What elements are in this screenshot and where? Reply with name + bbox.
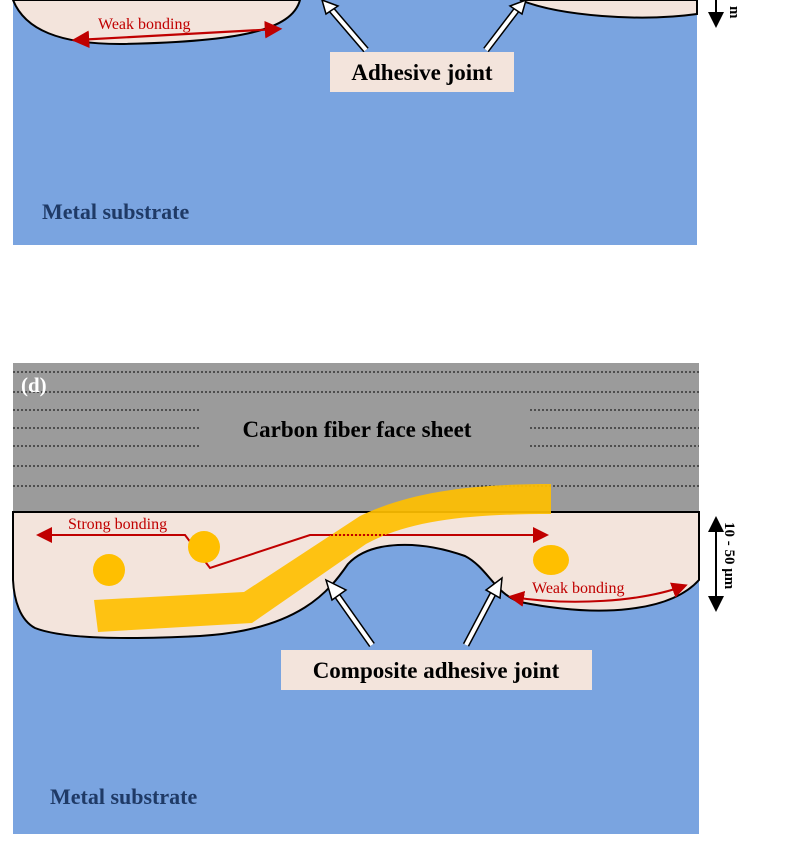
top-weak-bonding-arrow bbox=[71, 20, 283, 49]
bottom-weak-bonding-label: Weak bonding bbox=[532, 580, 624, 597]
composite-joint-box bbox=[281, 650, 592, 690]
bottom-weak-bonding-arrow bbox=[508, 582, 688, 607]
composite-joint-label: Composite adhesive joint bbox=[313, 658, 560, 683]
top-adhesive-right bbox=[519, 0, 698, 19]
long-carbon-fiber bbox=[94, 484, 551, 632]
fiber-particle-1 bbox=[93, 554, 125, 586]
bottom-metal-substrate-label: Metal substrate bbox=[50, 784, 197, 809]
fiber-particle-3 bbox=[533, 545, 569, 575]
face-sheet-label-box bbox=[205, 410, 517, 448]
fiber-particle-2 bbox=[188, 531, 220, 563]
top-weak-bonding-label: Weak bonding bbox=[98, 16, 190, 33]
face-sheet-label: Carbon fiber face sheet bbox=[243, 417, 472, 442]
top-metal-substrate-label: Metal substrate bbox=[42, 199, 189, 224]
top-pointer-arrow-left bbox=[321, 0, 369, 53]
bottom-pointer-arrow-left bbox=[324, 578, 375, 648]
bottom-thickness-label: 10 - 50 μm bbox=[721, 522, 737, 590]
ply-lines bbox=[13, 371, 699, 487]
panel-label-d: (d) bbox=[21, 373, 47, 397]
strong-bonding-label: Strong bonding bbox=[68, 516, 167, 533]
bottom-pointer-arrow-right bbox=[462, 576, 503, 647]
top-panel: Weak bonding Adhesive joint Metal substr… bbox=[11, 0, 742, 245]
top-adhesive-joint-label: Adhesive joint bbox=[351, 60, 493, 85]
top-adhesive-joint-box bbox=[330, 52, 514, 92]
top-thickness-label: m bbox=[726, 6, 742, 19]
top-pointer-arrow-right bbox=[483, 0, 527, 53]
bottom-panel: (d) Carbon fiber face sheet Strong bondi… bbox=[12, 363, 737, 834]
